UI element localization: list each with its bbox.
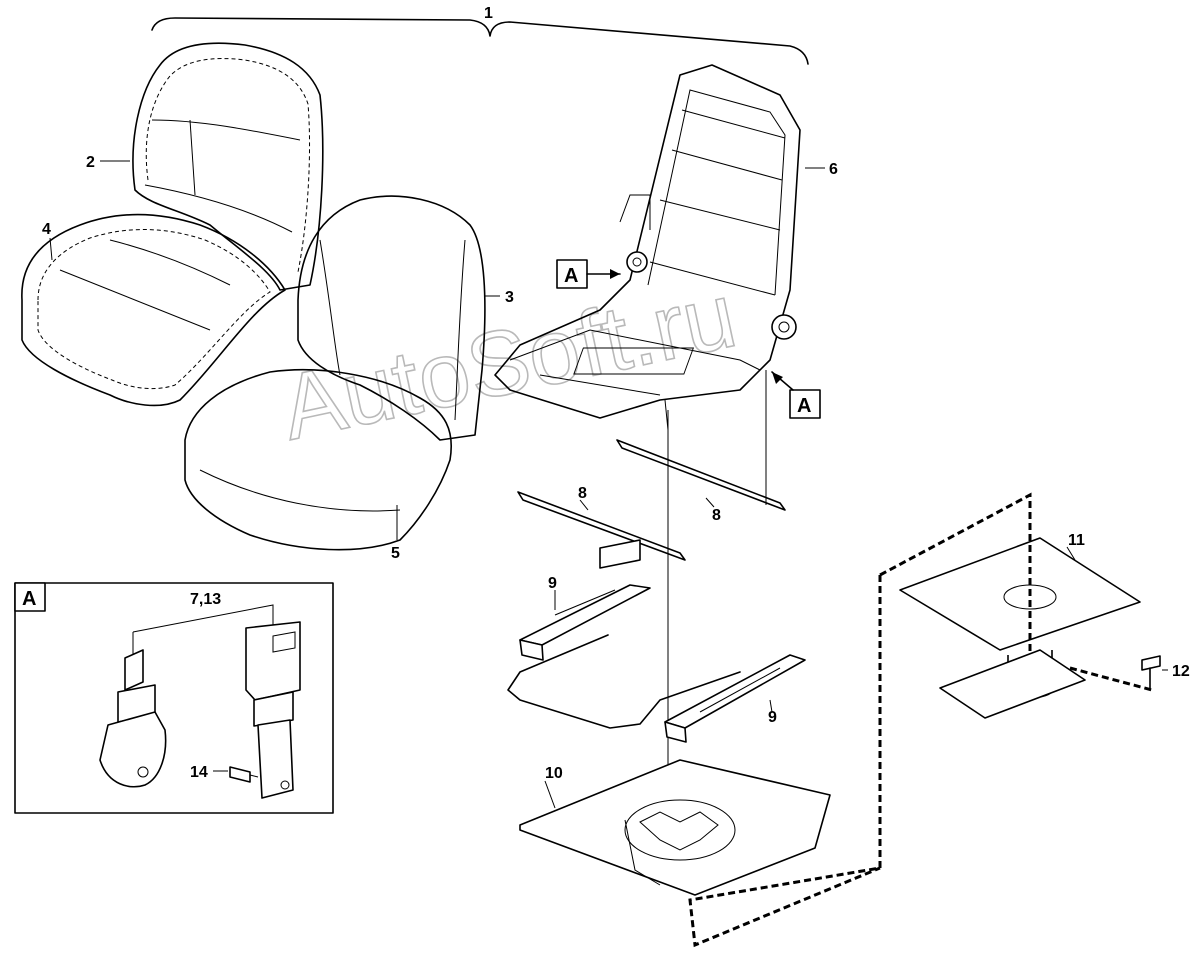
- release-rod: [507, 634, 741, 729]
- slider-runner-left: [519, 584, 651, 661]
- slider-runner-right: [664, 654, 806, 743]
- svg-text:A: A: [564, 265, 578, 287]
- detail-inset-a: A 7,13 14: [14, 582, 334, 814]
- seat-cushion: [21, 213, 286, 407]
- leader-8b: [705, 497, 715, 508]
- slide-rail-right: [616, 439, 786, 511]
- callout-5: 5: [391, 545, 400, 562]
- leader-7-13: [132, 604, 274, 633]
- leader-9b: [769, 699, 773, 713]
- callout-9b: 9: [768, 709, 777, 726]
- callout-11: 11: [1068, 532, 1085, 549]
- connection-line-bolt: [1069, 666, 1153, 692]
- seat-belt-tongue: [99, 649, 167, 788]
- callout-7-13: 7,13: [190, 591, 221, 608]
- seat-belt-buckle: [245, 621, 301, 799]
- leader-4: [49, 237, 53, 261]
- callout-8b: 8: [712, 507, 721, 524]
- callout-10: 10: [545, 765, 563, 782]
- callout-8a: 8: [578, 485, 587, 502]
- callout-2: 2: [86, 154, 95, 171]
- rail-bracket: [599, 539, 641, 569]
- slide-rail-left: [517, 491, 686, 561]
- leader-8a: [579, 499, 589, 511]
- connection-line-left: [688, 575, 882, 948]
- swivel-plate: [519, 759, 831, 896]
- callout-3: 3: [505, 289, 514, 306]
- pedestal: [899, 537, 1141, 719]
- leader-10: [544, 780, 556, 809]
- callout-14: 14: [190, 764, 208, 781]
- seat-frame: [494, 64, 801, 431]
- buckle-bolt: [229, 766, 259, 783]
- bolt: [1141, 655, 1161, 689]
- complete-seat: [184, 195, 486, 551]
- connection-line-top: [879, 492, 1032, 652]
- detail-marker-a-top: A: [556, 259, 621, 289]
- detail-marker-a-right: A: [771, 371, 821, 419]
- callout-6: 6: [829, 161, 838, 178]
- assembly-brace: [151, 17, 809, 65]
- backrest-cushion: [132, 42, 324, 291]
- callout-12: 12: [1172, 663, 1190, 680]
- callout-1: 1: [484, 5, 493, 22]
- callout-9a: 9: [548, 575, 557, 592]
- svg-text:A: A: [797, 395, 811, 417]
- leader-11: [1066, 546, 1076, 561]
- callout-4: 4: [42, 221, 51, 238]
- inset-title: A: [22, 588, 36, 610]
